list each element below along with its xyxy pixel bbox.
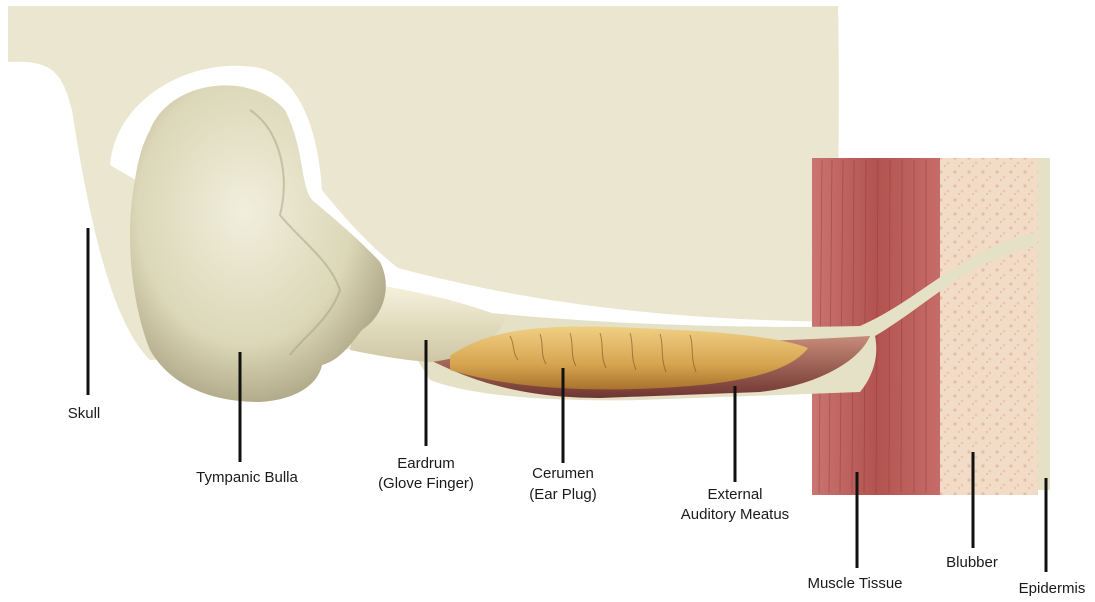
tympanic-bulla-label: Tympanic Bulla (196, 469, 298, 486)
eardrum-label: Eardrum (397, 455, 455, 472)
eardrum-sublabel: (Glove Finger) (378, 475, 474, 492)
blubber-block (938, 158, 1038, 495)
muscle-label: Muscle Tissue (807, 575, 902, 592)
skull-label: Skull (68, 405, 101, 422)
cerumen-sublabel: (Ear Plug) (529, 486, 597, 503)
blubber-label: Blubber (946, 554, 998, 571)
epidermis-layer (1036, 158, 1050, 490)
cerumen-label: Cerumen (532, 465, 594, 482)
meatus-label: External (707, 486, 762, 503)
meatus-sublabel: Auditory Meatus (681, 506, 789, 523)
epidermis-label: Epidermis (1019, 580, 1086, 597)
